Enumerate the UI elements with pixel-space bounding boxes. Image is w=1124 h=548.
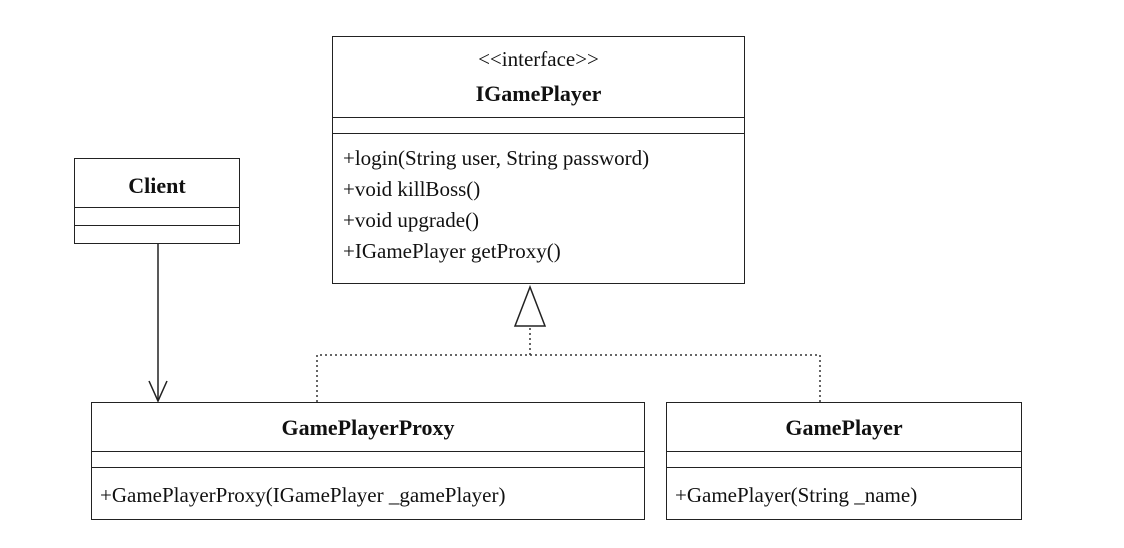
operation-kill-boss: +void killBoss() <box>343 177 481 201</box>
operation-list: +login(String user, String password) +vo… <box>343 143 740 267</box>
realization-line-proxy <box>316 326 531 402</box>
operation-separator <box>333 133 744 134</box>
attribute-separator <box>667 451 1021 452</box>
operation-separator <box>75 225 239 226</box>
operation-get-proxy: +IGamePlayer getProxy() <box>343 239 561 263</box>
proxy-class-gameplayerproxy[interactable]: GamePlayerProxy +GamePlayerProxy(IGamePl… <box>91 402 645 520</box>
proxy-class-name: GamePlayerProxy <box>281 415 455 440</box>
operation-login: +login(String user, String password) <box>343 146 650 170</box>
operation-upgrade: +void upgrade() <box>343 208 480 232</box>
proxy-constructor: +GamePlayerProxy(IGamePlayer _gamePlayer… <box>100 483 506 507</box>
interface-stereotype: <<interface>> <box>478 47 599 71</box>
realization-line-player <box>530 354 821 402</box>
association-arrowhead <box>148 380 168 403</box>
interface-class-name: IGamePlayer <box>475 81 602 106</box>
attribute-separator <box>75 207 239 208</box>
interface-class-igameplayer[interactable]: <<interface>> IGamePlayer +login(String … <box>332 36 745 284</box>
class-gameplayer[interactable]: GamePlayer +GamePlayer(String _name) <box>666 402 1022 520</box>
attribute-separator <box>333 117 744 118</box>
client-class-name: Client <box>128 173 186 198</box>
operation-separator <box>92 467 644 468</box>
realization-arrowhead <box>513 284 547 327</box>
gameplayer-class-name: GamePlayer <box>785 415 903 440</box>
operation-separator <box>667 467 1021 468</box>
client-class[interactable]: Client <box>74 158 240 244</box>
gameplayer-constructor: +GamePlayer(String _name) <box>675 483 918 507</box>
attribute-separator <box>92 451 644 452</box>
